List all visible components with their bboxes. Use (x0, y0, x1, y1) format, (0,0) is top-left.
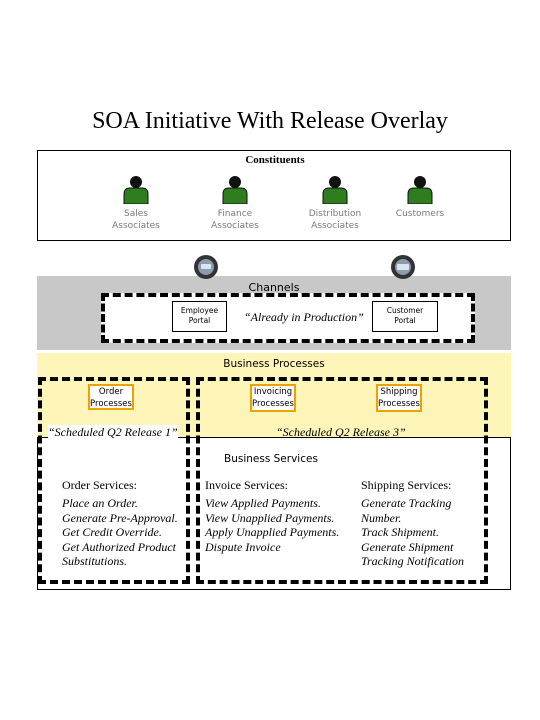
list-item: Dispute Invoice (205, 539, 281, 554)
list-item: Apply Unapplied Payments. (205, 525, 340, 539)
person-icon (407, 176, 433, 204)
device-icon (391, 255, 415, 279)
order-services-column: Order Services: Place an Order. Generate… (62, 478, 186, 569)
list-item: Tracking Notification (361, 554, 465, 568)
list-item: Get Authorized Product (62, 539, 176, 554)
invoice-services-title: Invoice Services: (205, 478, 288, 492)
order-services-title: Order Services: (62, 478, 137, 492)
person-icon (322, 176, 348, 204)
shipping-services-title: Shipping Services: (361, 478, 452, 492)
production-note: “Already in Production” (244, 310, 364, 324)
person-icon (222, 176, 248, 204)
shipping-services-column: Shipping Services: Generate Tracking Num… (361, 478, 481, 569)
business-services-label: Business Services (224, 453, 318, 465)
list-item: Generate Tracking (361, 496, 452, 510)
phone-icon (194, 255, 218, 279)
list-item: Place an Order. (62, 496, 138, 510)
list-item: View Applied Payments. (205, 496, 321, 510)
channels-label: Channels (248, 281, 300, 294)
list-item: Generate Shipment (361, 539, 454, 554)
constituents-label: Constituents (245, 154, 305, 166)
list-item: Substitutions. (62, 554, 128, 568)
list-item: View Unapplied Payments. (205, 510, 335, 525)
invoice-services-column: Invoice Services: View Applied Payments.… (205, 478, 355, 554)
release1-note: “Scheduled Q2 Release 1” (48, 425, 178, 440)
page-title: SOA Initiative With Release Overlay (92, 108, 448, 134)
list-item: Generate Pre-Approval. (62, 510, 178, 525)
list-item: Get Credit Override. (62, 525, 162, 539)
list-item: Track Shipment. (361, 525, 439, 539)
business-processes-label: Business Processes (223, 358, 325, 370)
person-icon (123, 176, 149, 204)
business-services-panel (37, 437, 511, 590)
release3-overlay (196, 377, 488, 584)
release3-note: “Scheduled Q2 Release 3” (276, 425, 406, 439)
release1-overlay (38, 377, 190, 584)
constituent-label: Customers (395, 209, 445, 219)
list-item: Number. (361, 510, 402, 525)
